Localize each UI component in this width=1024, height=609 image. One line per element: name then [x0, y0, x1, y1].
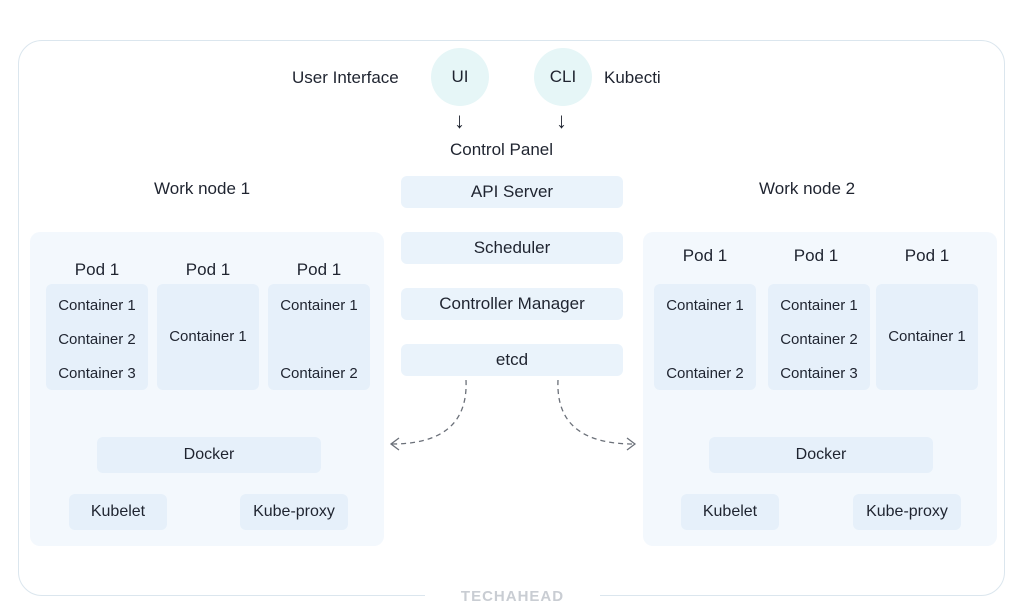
- arrow-down-icon: ↓: [454, 108, 465, 133]
- container-label: Container 3: [780, 365, 858, 382]
- pod-box: Container 1 Container 2: [654, 284, 756, 390]
- arrow-down-icon: ↓: [556, 108, 567, 133]
- container-label: Container 2: [666, 365, 744, 382]
- docker-label: Docker: [795, 446, 847, 463]
- brand-gap: [425, 590, 600, 604]
- kubecti-caption: Kubecti: [604, 68, 661, 87]
- container-label: Container 1: [169, 328, 247, 345]
- user-interface-caption: User Interface: [292, 68, 399, 87]
- kube-proxy-label: Kube-proxy: [866, 503, 948, 520]
- pod-label: Pod 1: [682, 246, 728, 265]
- cli-circle: CLI: [534, 48, 592, 106]
- etcd-label: etcd: [495, 350, 529, 369]
- pod-label: Pod 1: [74, 260, 120, 279]
- controller-manager-box: Controller Manager: [401, 288, 623, 320]
- api-server-box: API Server: [401, 176, 623, 208]
- scheduler-box: Scheduler: [401, 232, 623, 264]
- pod-box: Container 1 Container 2 Container 3: [768, 284, 870, 390]
- pod-box: Container 1: [157, 284, 259, 390]
- kubelet-label: Kubelet: [90, 503, 146, 520]
- kubelet-box: Kubelet: [69, 494, 167, 530]
- container-label: Container 2: [780, 331, 858, 348]
- kubelet-box: Kubelet: [681, 494, 779, 530]
- container-label: Container 1: [888, 328, 966, 345]
- container-label: Container 3: [58, 365, 136, 382]
- work-node-2-title: Work node 2: [759, 179, 856, 198]
- container-label: Container 1: [280, 297, 358, 314]
- docker-label: Docker: [183, 446, 235, 463]
- controller-manager-label: Controller Manager: [439, 294, 585, 313]
- docker-box: Docker: [709, 437, 933, 473]
- pod-label: Pod 1: [793, 246, 839, 265]
- etcd-to-node1-connector: [391, 379, 467, 445]
- work-node-1: Pod 1 Pod 1 Pod 1 Container 1 Container …: [30, 232, 384, 546]
- kube-proxy-box: Kube-proxy: [240, 494, 348, 530]
- work-node-2: Pod 1 Pod 1 Pod 1 Container 1 Container …: [643, 232, 997, 546]
- pod-label: Pod 1: [185, 260, 231, 279]
- container-label: Container 1: [780, 297, 858, 314]
- kube-proxy-label: Kube-proxy: [253, 503, 335, 520]
- docker-box: Docker: [97, 437, 321, 473]
- container-label: Container 2: [58, 331, 136, 348]
- brand-watermark: TECHAHEAD: [460, 588, 565, 605]
- etcd-to-node2-connector: [557, 379, 635, 445]
- pod-box: Container 1 Container 2 Container 3: [46, 284, 148, 390]
- kube-proxy-box: Kube-proxy: [853, 494, 961, 530]
- cli-circle-label: CLI: [549, 67, 577, 86]
- etcd-to-node2-arrowhead-icon: [626, 437, 637, 451]
- pod-label: Pod 1: [296, 260, 342, 279]
- etcd-to-node1-arrowhead-icon: [389, 437, 400, 451]
- control-panel-title: Control Panel: [450, 140, 554, 159]
- ui-circle-label: UI: [451, 67, 469, 86]
- scheduler-label: Scheduler: [473, 238, 551, 257]
- container-label: Container 1: [58, 297, 136, 314]
- api-server-label: API Server: [470, 182, 554, 201]
- pod-box: Container 1: [876, 284, 978, 390]
- ui-circle: UI: [431, 48, 489, 106]
- container-label: Container 1: [666, 297, 744, 314]
- etcd-box: etcd: [401, 344, 623, 376]
- work-node-1-title: Work node 1: [154, 179, 251, 198]
- kubelet-label: Kubelet: [702, 503, 758, 520]
- pod-box: Container 1 Container 2: [268, 284, 370, 390]
- container-label: Container 2: [280, 365, 358, 382]
- pod-label: Pod 1: [904, 246, 950, 265]
